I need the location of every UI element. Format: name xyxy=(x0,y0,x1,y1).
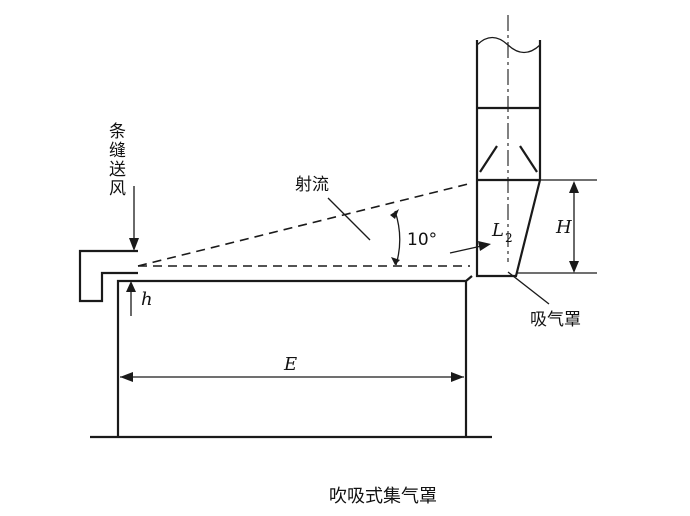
suction-hood xyxy=(475,179,542,278)
slot-nozzle xyxy=(78,249,138,303)
supply-arrow-head xyxy=(129,238,139,251)
height-arrow-bottom xyxy=(569,261,579,273)
jet-upper-boundary xyxy=(137,182,473,267)
angle-label: 10° xyxy=(407,230,437,250)
figure-caption: 吹吸式集气罩 xyxy=(329,486,437,507)
length-label: L xyxy=(491,220,504,241)
damper-right xyxy=(519,145,538,173)
hood-leader xyxy=(507,271,550,305)
gap-arrow-head xyxy=(126,281,136,292)
tank-body xyxy=(116,275,473,437)
angle-arrow-bottom xyxy=(391,257,400,265)
damper-left xyxy=(479,145,498,173)
span-arrow-right xyxy=(451,372,464,382)
length-arrow-head xyxy=(478,241,491,251)
jet-leader xyxy=(327,197,371,241)
height-label: H xyxy=(555,217,572,238)
length-subscript: 2 xyxy=(505,231,513,245)
angle-arc xyxy=(394,210,401,266)
angle-arrow-top xyxy=(390,209,399,219)
span-arrow-left xyxy=(120,372,133,382)
jet-label: 射流 xyxy=(295,175,329,195)
height-arrow-top xyxy=(569,181,579,193)
gap-label: h xyxy=(141,289,153,310)
span-label: E xyxy=(283,354,297,375)
hood-label: 吸气罩 xyxy=(530,310,581,330)
slot-supply-label: 条缝送风 xyxy=(105,122,126,198)
